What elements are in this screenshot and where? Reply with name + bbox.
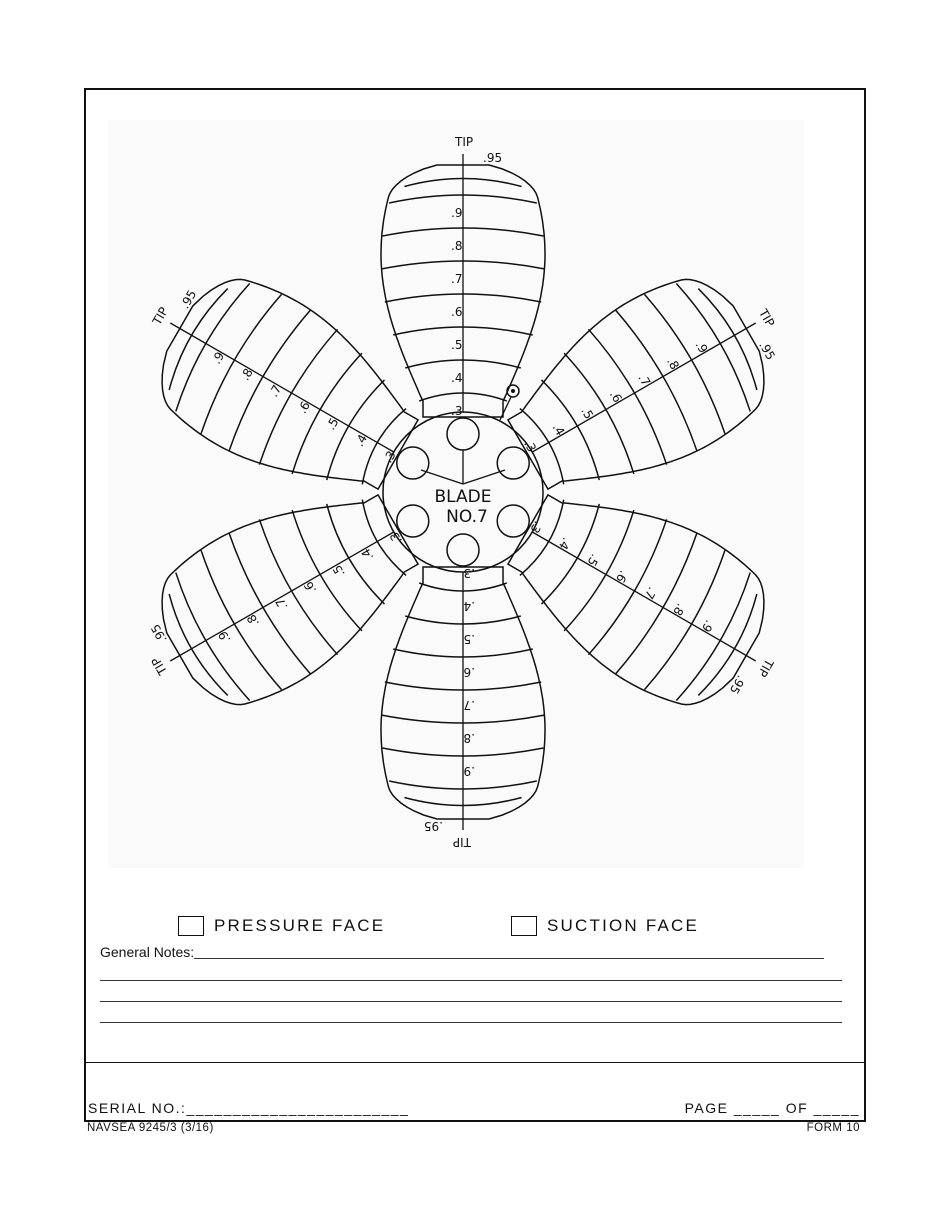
serial-number-blank[interactable]: ________________________ (186, 1100, 410, 1116)
svg-text:.9: .9 (451, 206, 462, 220)
blade-number: NO.7 (446, 507, 488, 527)
propeller-svg: .3.4.5.6.7.8.9TIP.95.3.4.5.6.7.8.9TIP.95… (148, 135, 778, 849)
general-notes-label: General Notes: (100, 944, 195, 960)
svg-text:.7: .7 (266, 382, 284, 399)
svg-text:.95: .95 (756, 339, 778, 363)
form-id: NAVSEA 9245/3 (3/16) (87, 1122, 214, 1134)
pressure-face-option[interactable]: PRESSURE FACE (178, 916, 385, 936)
general-notes-line-1[interactable] (194, 958, 825, 959)
svg-text:.6: .6 (464, 665, 475, 679)
svg-text:.5: .5 (585, 552, 603, 569)
svg-text:.8: .8 (670, 601, 688, 618)
svg-text:.5: .5 (464, 632, 475, 646)
svg-text:.9: .9 (216, 628, 234, 645)
svg-text:.7: .7 (464, 698, 475, 712)
svg-text:.5: .5 (330, 562, 348, 579)
serial-number-field[interactable]: SERIAL NO.:________________________ (88, 1100, 409, 1116)
svg-text:TIP: TIP (453, 835, 472, 849)
svg-text:.8: .8 (244, 612, 262, 629)
svg-text:.4: .4 (556, 535, 574, 552)
blade-1: .3 .4 .5 .6 .7 .8 .9 TIP .95 (380, 135, 546, 418)
svg-text:.6: .6 (451, 305, 462, 319)
svg-text:.7: .7 (451, 272, 462, 286)
pressure-face-checkbox[interactable] (178, 916, 204, 936)
svg-text:.8: .8 (664, 355, 682, 372)
svg-text:.7: .7 (642, 585, 660, 602)
suction-face-label: SUCTION FACE (547, 916, 700, 935)
svg-text:TIP: TIP (454, 135, 473, 149)
svg-text:.8: .8 (238, 366, 256, 383)
svg-text:.4: .4 (352, 432, 370, 449)
page-total-blank[interactable]: _____ (813, 1100, 860, 1116)
svg-text:.6: .6 (301, 579, 319, 596)
page-of-field: PAGE _____ OF _____ (685, 1100, 860, 1116)
svg-text:.9: .9 (464, 764, 475, 778)
suction-face-option[interactable]: SUCTION FACE (511, 916, 699, 936)
svg-text:.4: .4 (358, 546, 376, 563)
general-notes-line-4[interactable] (100, 1022, 842, 1023)
svg-text:.95: .95 (483, 151, 502, 165)
page-number-blank[interactable]: _____ (733, 1100, 781, 1116)
svg-text:.3: .3 (381, 448, 399, 465)
svg-text:.8: .8 (451, 239, 462, 253)
svg-text:.5: .5 (451, 338, 462, 352)
svg-text:TIP: TIP (149, 655, 171, 679)
svg-text:.3: .3 (527, 519, 545, 536)
general-notes-line-2[interactable] (100, 980, 842, 981)
svg-text:.95: .95 (148, 622, 170, 646)
suction-face-checkbox[interactable] (511, 916, 537, 936)
svg-text:.4: .4 (464, 599, 475, 613)
general-notes-line-3[interactable] (100, 1001, 842, 1002)
svg-text:.6: .6 (295, 399, 313, 416)
svg-text:.5: .5 (324, 415, 342, 432)
svg-text:.4: .4 (550, 421, 568, 438)
general-notes-field[interactable]: General Notes: (100, 944, 825, 960)
svg-text:.3: .3 (464, 566, 475, 580)
svg-text:.6: .6 (607, 388, 625, 405)
svg-text:.4: .4 (451, 371, 462, 385)
svg-text:.95: .95 (727, 673, 749, 697)
section-divider (86, 1062, 864, 1063)
svg-text:TIP: TIP (149, 305, 171, 329)
svg-text:.3: .3 (451, 404, 462, 418)
svg-text:.5: .5 (578, 405, 596, 422)
svg-text:.95: .95 (178, 288, 200, 312)
svg-text:TIP: TIP (755, 656, 777, 680)
svg-text:TIP: TIP (756, 306, 778, 330)
of-label: OF (785, 1100, 809, 1116)
svg-text:.6: .6 (613, 568, 631, 585)
form-number: FORM 10 (806, 1122, 860, 1134)
pressure-face-label: PRESSURE FACE (214, 916, 386, 935)
svg-text:.8: .8 (464, 731, 475, 745)
svg-text:.9: .9 (699, 618, 717, 635)
blade-6: .3 .4 .5 .6 .7 .8 .9 TIP .95 (149, 278, 420, 491)
svg-text:.7: .7 (273, 595, 291, 612)
hub-label: BLADE (435, 487, 492, 507)
svg-text:.9: .9 (693, 339, 711, 356)
svg-text:.9: .9 (209, 349, 227, 366)
serial-number-label: SERIAL NO.: (88, 1100, 187, 1116)
svg-text:.7: .7 (635, 372, 653, 389)
svg-text:.95: .95 (424, 819, 443, 833)
page-label: PAGE (684, 1100, 729, 1116)
